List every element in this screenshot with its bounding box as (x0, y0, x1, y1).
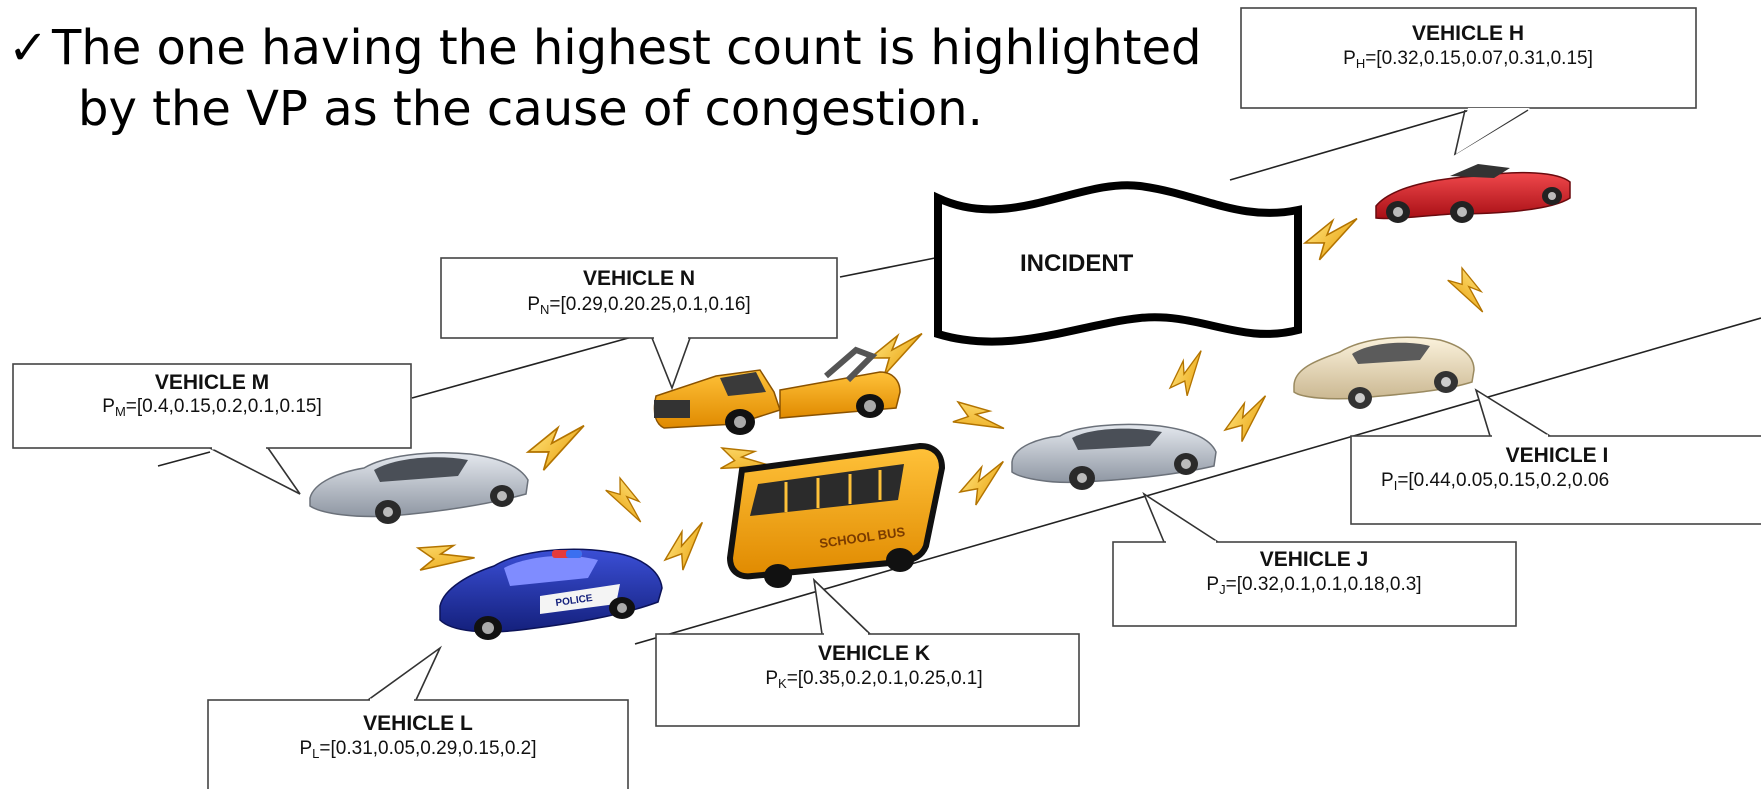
vehicle-h-title: VEHICLE H (1412, 22, 1524, 45)
lightning-bolt-icon (1300, 211, 1367, 264)
vehicle-n-probabilities: PN=[0.29,0.20.25,0.1,0.16] (527, 294, 750, 317)
vehicle-n-title: VEHICLE N (583, 267, 695, 290)
lightning-bolt-icon (602, 473, 647, 531)
school-bus-icon: SCHOOL BUS (726, 442, 946, 588)
callout-vehicle-i: VEHICLE I PI=[0.44,0.05,0.15,0.2,0.06 (1350, 388, 1761, 525)
bullet-line-2: by the VP as the cause of congestion. (78, 81, 983, 137)
silver-sedan-icon (309, 452, 529, 524)
lightning-bolt-icon (1162, 346, 1218, 402)
vehicle-k-title: VEHICLE K (818, 642, 930, 665)
vehicle-l-title: VEHICLE L (363, 712, 473, 735)
lightning-bolt-icon (522, 418, 595, 474)
callout-vehicle-h: VEHICLE H PH=[0.32,0.15,0.07,0.31,0.15] (1240, 7, 1697, 156)
lightning-bolt-icon (1218, 390, 1280, 447)
vehicle-i-title: VEHICLE I (1506, 444, 1609, 467)
lightning-bolt-icon (657, 517, 719, 576)
lightning-bolt-icon (946, 392, 1009, 449)
incident-banner: INCIDENT (934, 181, 1302, 346)
vehicle-h-probabilities: PH=[0.32,0.15,0.07,0.31,0.15] (1343, 48, 1593, 71)
vehicle-m-title: VEHICLE M (155, 371, 269, 394)
lightning-bolt-icon (953, 455, 1017, 510)
vehicle-j-probabilities: PJ=[0.32,0.1,0.1,0.18,0.3] (1206, 574, 1421, 597)
police-text: POLICE (555, 593, 594, 609)
police-car-icon: POLICE (439, 548, 663, 640)
lightning-bolt-icon (865, 326, 932, 379)
silver-sedan-icon (1011, 423, 1217, 490)
bullet-line-1: ✓The one having the highest count is hig… (8, 18, 1201, 79)
callout-vehicle-m: VEHICLE M PM=[0.4,0.15,0.2,0.1,0.15] (12, 363, 412, 495)
bullet-text-1: The one having the highest count is high… (52, 20, 1202, 76)
callout-vehicle-k: VEHICLE K PK=[0.35,0.2,0.1,0.25,0.1] (655, 577, 1080, 727)
lightning-bolt-icon (1444, 263, 1489, 321)
vehicle-l-probabilities: PL=[0.31,0.05,0.29,0.15,0.2] (299, 738, 536, 761)
check-mark-icon: ✓ (8, 20, 49, 76)
callout-vehicle-l: VEHICLE L PL=[0.31,0.05,0.29,0.15,0.2] (207, 645, 629, 789)
slide-bullet: ✓The one having the highest count is hig… (8, 18, 1201, 140)
lightning-bolt-icon (411, 535, 478, 584)
vehicle-k-probabilities: PK=[0.35,0.2,0.1,0.25,0.1] (765, 668, 982, 691)
vehicle-i-probabilities: PI=[0.44,0.05,0.15,0.2,0.06 (1381, 470, 1609, 493)
callout-vehicle-j: VEHICLE J PJ=[0.32,0.1,0.1,0.18,0.3] (1112, 491, 1517, 627)
tow-truck-icon (653, 346, 901, 435)
vehicle-j-title: VEHICLE J (1260, 548, 1369, 571)
beige-sedan-icon (1293, 336, 1475, 409)
callout-vehicle-n: VEHICLE N PN=[0.29,0.20.25,0.1,0.16] (440, 257, 838, 391)
incident-label: INCIDENT (1020, 250, 1134, 277)
vehicle-m-probabilities: PM=[0.4,0.15,0.2,0.1,0.15] (102, 396, 322, 419)
red-convertible-icon (1375, 164, 1571, 223)
